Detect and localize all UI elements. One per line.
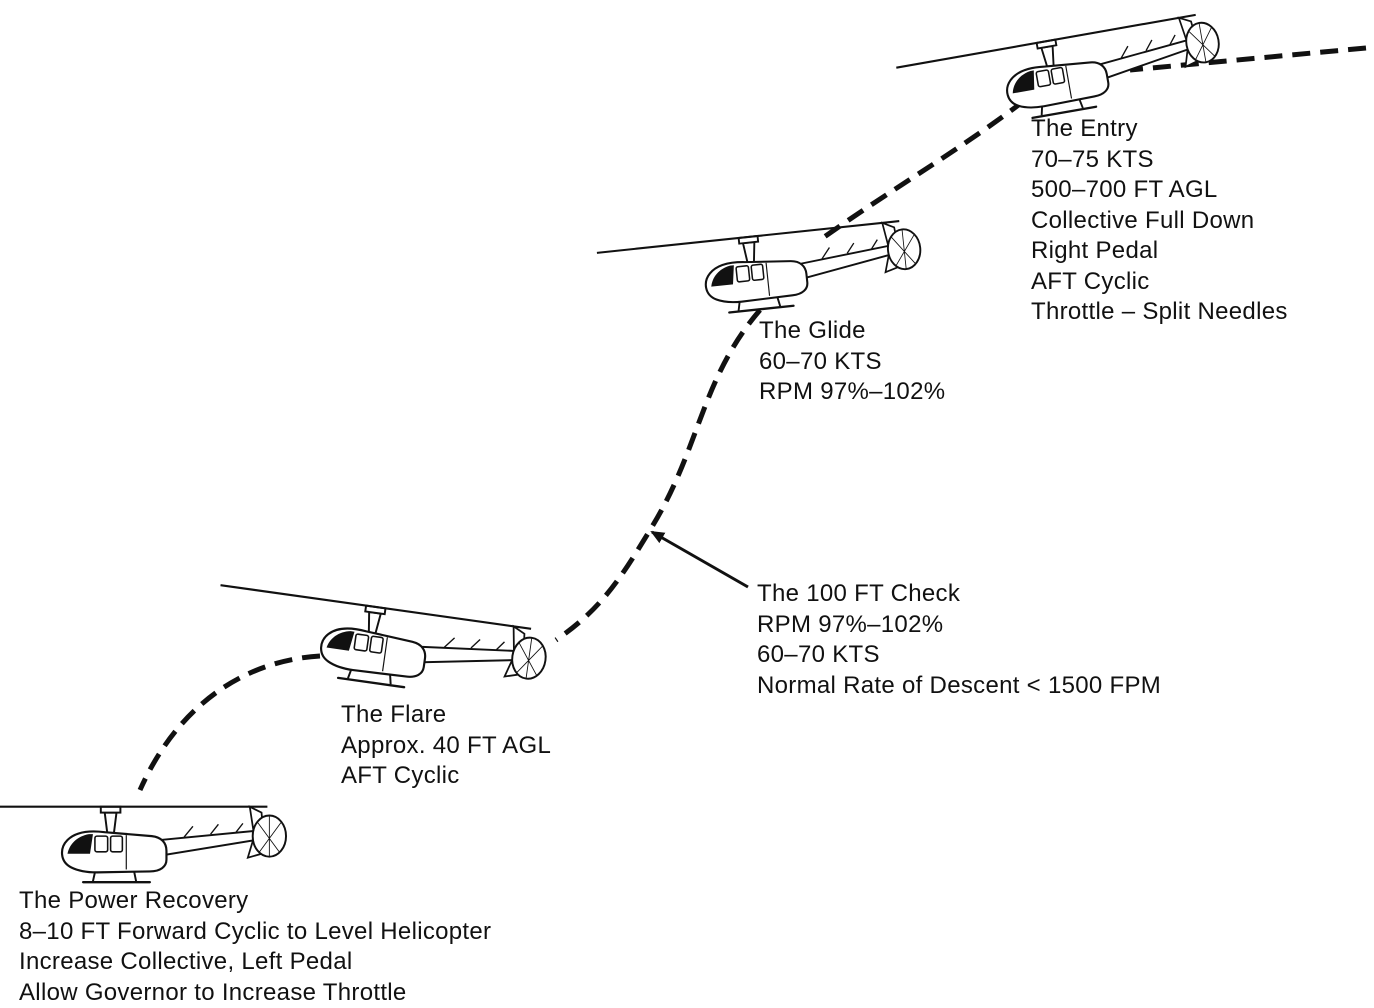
- flare-label: The Flare Approx. 40 FT AGL AFT Cyclic: [341, 700, 551, 792]
- arrow-icon: [652, 532, 748, 587]
- glide-line: 60–70 KTS: [759, 347, 945, 378]
- recovery-line: Allow Governor to Increase Throttle: [19, 978, 491, 1008]
- helicopter-icon-glide: [597, 219, 925, 325]
- entry-line: Collective Full Down: [1031, 206, 1288, 237]
- entry-line: Throttle – Split Needles: [1031, 297, 1288, 328]
- entry-line: Right Pedal: [1031, 236, 1288, 267]
- check-line: 60–70 KTS: [757, 640, 1161, 671]
- entry-line: 500–700 FT AGL: [1031, 175, 1288, 206]
- check-label: The 100 FT Check RPM 97%–102% 60–70 KTS …: [757, 579, 1161, 701]
- recovery-label: The Power Recovery 8–10 FT Forward Cycli…: [19, 886, 491, 1008]
- flare-line: Approx. 40 FT AGL: [341, 731, 551, 762]
- entry-line: 70–75 KTS: [1031, 145, 1288, 176]
- check-line: Normal Rate of Descent < 1500 FPM: [757, 671, 1161, 702]
- entry-label: The Entry 70–75 KTS 500–700 FT AGL Colle…: [1031, 114, 1288, 328]
- glide-line: RPM 97%–102%: [759, 377, 945, 408]
- glide-title: The Glide: [759, 316, 945, 347]
- entry-line: AFT Cyclic: [1031, 267, 1288, 298]
- flare-line: AFT Cyclic: [341, 761, 551, 792]
- glide-label: The Glide 60–70 KTS RPM 97%–102%: [759, 316, 945, 408]
- flare-title: The Flare: [341, 700, 551, 731]
- helicopter-icon-flare: [210, 585, 549, 706]
- entry-title: The Entry: [1031, 114, 1288, 145]
- helicopter-icon-recovery: [0, 807, 286, 882]
- check-line: RPM 97%–102%: [757, 610, 1161, 641]
- check-title: The 100 FT Check: [757, 579, 1161, 610]
- recovery-title: The Power Recovery: [19, 886, 491, 917]
- recovery-line: 8–10 FT Forward Cyclic to Level Helicopt…: [19, 917, 491, 948]
- recovery-line: Increase Collective, Left Pedal: [19, 947, 491, 978]
